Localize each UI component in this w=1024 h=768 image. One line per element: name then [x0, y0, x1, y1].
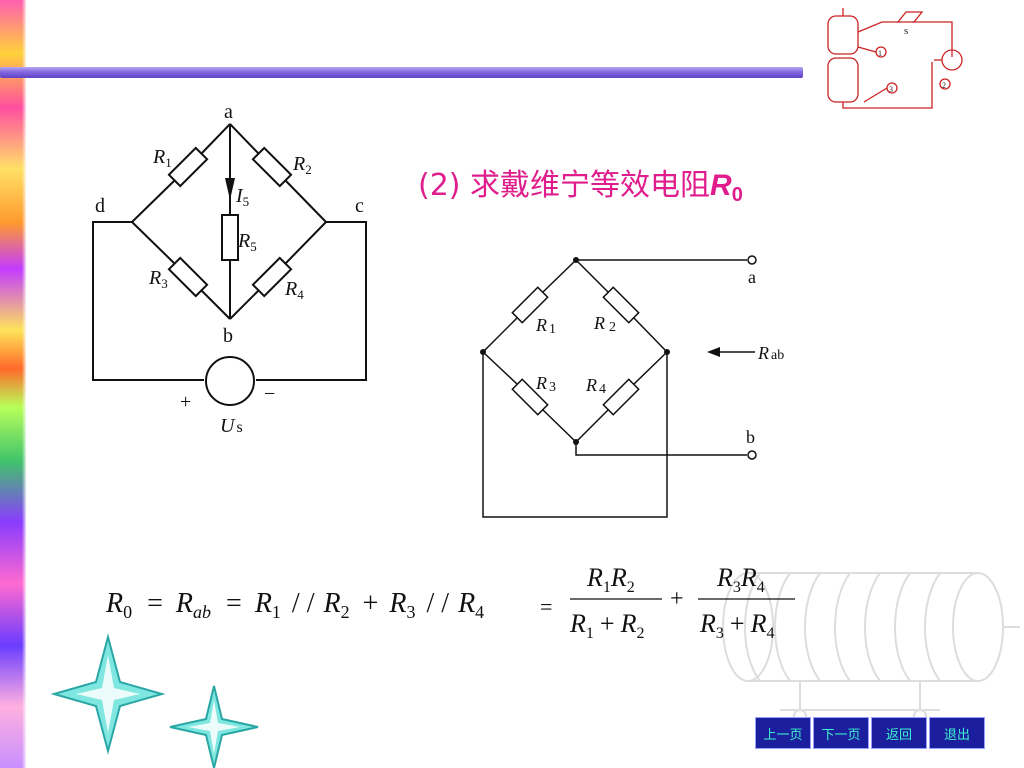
star-icon-small — [169, 685, 259, 768]
next-page-button[interactable]: 下一页 — [813, 717, 869, 749]
resistor-r3 — [167, 256, 209, 298]
star-icon-large — [50, 633, 166, 755]
node-label-d: d — [95, 195, 105, 217]
resistor-r3-eq — [511, 378, 549, 416]
thumbnail-label-s: s — [904, 25, 908, 37]
decorative-side-strip — [0, 0, 26, 768]
thumbnail-label-2: 2 — [942, 81, 946, 90]
header-bar — [0, 67, 803, 78]
label-r2: R2 — [292, 153, 312, 177]
back-button[interactable]: 返回 — [871, 717, 927, 749]
junction-top — [573, 257, 579, 263]
resistor-r1-eq — [511, 286, 549, 324]
prev-page-button[interactable]: 上一页 — [755, 717, 811, 749]
formula-equals: = — [540, 594, 552, 619]
resistor-r2-eq — [602, 286, 640, 324]
terminal-b — [747, 450, 757, 460]
terminal-label-b: b — [746, 427, 755, 447]
fraction2-numerator: R3R4 — [716, 563, 765, 596]
voltage-source — [205, 356, 255, 406]
page-title: (2) 求戴维宁等效电阻R0 — [418, 168, 743, 206]
label-r4: R4 — [284, 278, 304, 302]
resistor-r5 — [221, 214, 239, 261]
source-minus: − — [264, 383, 275, 405]
source-plus: + — [180, 391, 191, 413]
resistor-r4-eq — [602, 378, 640, 416]
resistor-r1 — [167, 146, 209, 188]
formula-plus: + — [670, 586, 684, 612]
node-label-c: c — [355, 195, 364, 217]
coil-decoration — [722, 572, 1020, 723]
formula-lhs: R0 = Rab = R1 / / R2 + R3 / / R4 — [105, 588, 484, 625]
junction-left — [480, 349, 486, 355]
label-r3: R3 — [148, 267, 168, 291]
terminal-label-a: a — [748, 267, 756, 287]
slide-navigation: 上一页 下一页 返回 退出 — [755, 717, 985, 749]
label-r5: R5 — [237, 230, 257, 254]
equivalent-resistance-formula: R0 = Rab = R1 / / R2 + R3 / / R4 = R1R2 … — [105, 563, 795, 640]
label-r1: R1 — [152, 146, 172, 170]
resistor-r4 — [251, 256, 293, 298]
rab-arrow-icon — [707, 347, 720, 357]
thumbnail-circuit-diagram: s 1 2 3 — [827, 8, 963, 109]
fraction2-denominator: R3+R4 — [699, 609, 774, 640]
thumbnail-label-3: 3 — [889, 85, 893, 94]
label-i5: I5 — [235, 185, 249, 209]
thumbnail-label-1: 1 — [878, 49, 882, 58]
exit-button[interactable]: 退出 — [929, 717, 985, 749]
fraction1-numerator: R1R2 — [586, 563, 635, 596]
junction-right — [664, 349, 670, 355]
terminal-a — [747, 255, 757, 265]
resistor-r2 — [251, 146, 293, 188]
node-label-a: a — [224, 101, 233, 123]
junction-bottom — [573, 439, 579, 445]
node-label-b: b — [223, 325, 233, 347]
fraction1-denominator: R1+R2 — [569, 609, 644, 640]
current-arrow-icon — [225, 178, 235, 200]
